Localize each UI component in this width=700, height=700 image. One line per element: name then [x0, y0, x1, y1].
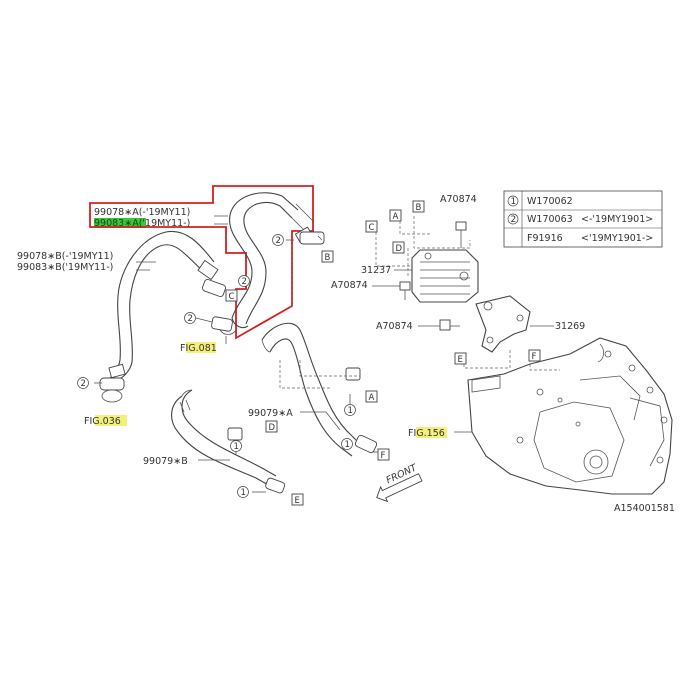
yellow-highlight-fig081 — [186, 342, 216, 353]
oil-cooler[interactable] — [411, 249, 479, 303]
fig081-link[interactable]: FIG.081 — [180, 343, 217, 354]
svg-text:1: 1 — [345, 440, 350, 450]
diagram-id: A154001581 — [614, 503, 675, 514]
label-a70874-top: A70874 — [440, 194, 477, 205]
label-a70874-low: A70874 — [376, 321, 413, 332]
svg-text:E: E — [458, 355, 463, 365]
svg-text:1: 1 — [348, 406, 353, 416]
label-99079b: 99079∗B — [143, 456, 188, 467]
svg-text:F: F — [381, 451, 386, 461]
svg-text:2: 2 — [81, 379, 86, 389]
svg-text:C: C — [369, 223, 375, 233]
svg-text:2: 2 — [242, 277, 247, 287]
leader-lines — [94, 215, 378, 493]
svg-text:2: 2 — [276, 236, 281, 246]
label-99083b: 99083∗B('19MY11-) — [17, 262, 113, 273]
bolt-low[interactable] — [439, 319, 460, 331]
legend-row1-num: 1 — [511, 197, 517, 207]
svg-text:C: C — [229, 292, 235, 302]
fig156-link[interactable]: FIG.156 — [408, 428, 445, 439]
svg-text:B: B — [416, 203, 422, 213]
red-highlight-outline — [89, 185, 314, 340]
clamp-b-top[interactable] — [202, 278, 227, 298]
label-a70874-mid: A70874 — [331, 280, 368, 291]
label-99079a: 99079∗A — [248, 408, 293, 419]
bolt-mid[interactable] — [399, 281, 411, 300]
clamp-a[interactable] — [345, 367, 361, 381]
yellow-highlight-fig036 — [95, 415, 127, 426]
svg-text:2: 2 — [188, 314, 193, 324]
svg-text:A: A — [369, 393, 375, 403]
legend-row3-range: <'19MY1901-> — [581, 233, 653, 244]
bracket[interactable] — [475, 295, 531, 353]
svg-text:A: A — [393, 212, 399, 222]
clamp-upper[interactable] — [299, 231, 325, 245]
transmission-case — [454, 337, 673, 495]
callout-circles: 2 2 2 2 1 1 1 1 — [77, 234, 356, 498]
label-99078a: 99078∗A(-'19MY11) — [94, 207, 190, 218]
bolt-top[interactable] — [455, 221, 467, 248]
legend-row3-code: F91916 — [527, 233, 563, 244]
svg-text:F: F — [532, 352, 537, 362]
legend-row2-range: <-'19MY1901> — [581, 214, 653, 225]
hose-99079a[interactable] — [261, 322, 378, 457]
legend-row2-num: 2 — [511, 215, 517, 225]
svg-text:1: 1 — [241, 488, 246, 498]
label-31269: 31269 — [555, 321, 585, 332]
label-99078b: 99078∗B(-'19MY11) — [17, 251, 113, 262]
green-highlight — [94, 218, 146, 228]
svg-text:D: D — [269, 423, 276, 433]
fig036-link[interactable]: FIG.036 — [84, 416, 121, 427]
clamp-fig081[interactable] — [211, 316, 237, 335]
svg-text:D: D — [396, 244, 403, 254]
clamp-d[interactable] — [227, 427, 243, 441]
legend-row2-code: W170063 — [527, 214, 573, 225]
clamp-fig036[interactable] — [99, 377, 125, 403]
hose-b[interactable] — [107, 230, 219, 381]
legend-row1-code: W170062 — [527, 196, 573, 207]
svg-text:B: B — [325, 253, 331, 263]
svg-text:E: E — [295, 496, 300, 506]
letter-boxes: C B A D F E A B C D E F — [225, 200, 541, 506]
front-arrow: FRONT — [376, 462, 423, 503]
hose-a[interactable] — [229, 192, 315, 329]
hose-99079b[interactable] — [171, 389, 286, 494]
label-99083a: 99083∗A('19MY11-) — [94, 218, 190, 229]
label-31237: 31237 — [361, 265, 391, 276]
legend-table: 1 2 W170062 W170063 <-'19MY1901> F91916 … — [503, 190, 663, 248]
svg-text:1: 1 — [234, 442, 239, 452]
yellow-highlight-fig156 — [416, 427, 447, 438]
